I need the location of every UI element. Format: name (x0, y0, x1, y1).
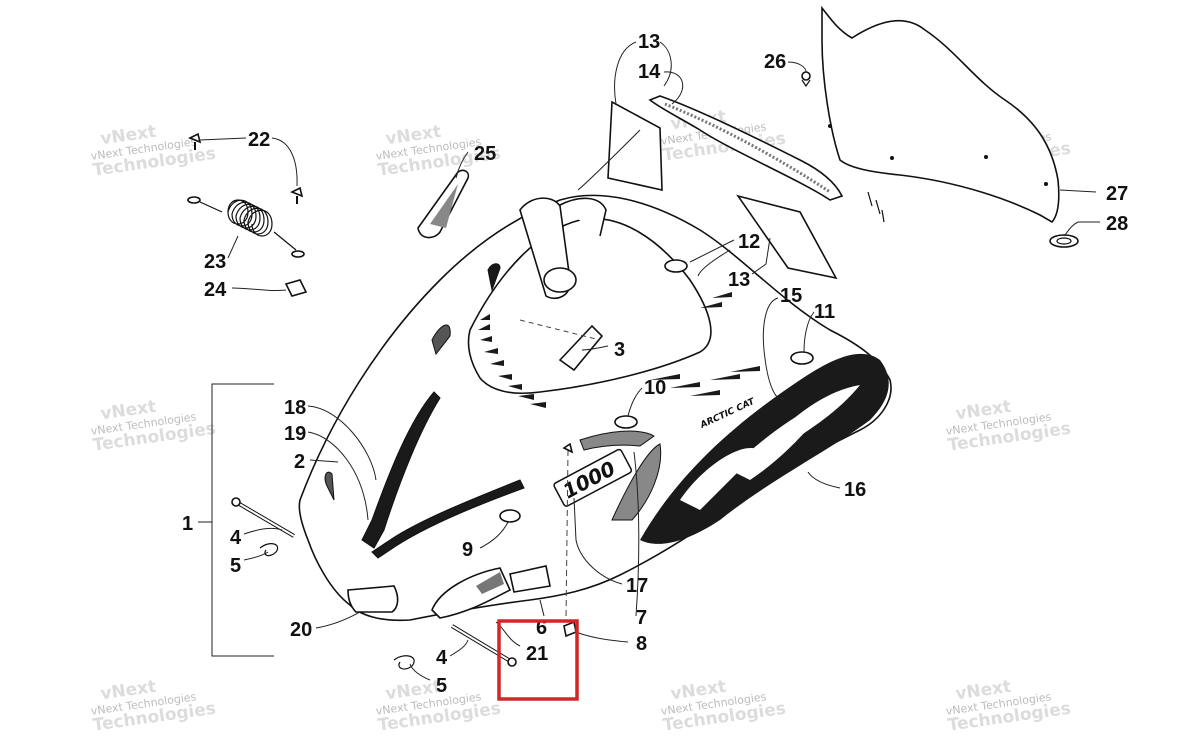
callout-1: 1 (182, 513, 193, 535)
windshield-part (821, 5, 1060, 224)
callout-5: 5 (230, 555, 241, 577)
callout-6: 6 (536, 617, 547, 639)
callout-4-lower: 4 (436, 647, 448, 669)
callout-22: 22 (248, 129, 270, 151)
callout-15: 15 (780, 285, 802, 307)
watermarks: vNext vNext Technologies Technologies vN… (90, 107, 1072, 736)
watermark-mid-right: vNext vNext Technologies Technologies (945, 397, 1072, 456)
left-louvers (478, 263, 546, 408)
callout-10: 10 (644, 377, 666, 399)
side-graphic-decal (640, 342, 889, 544)
callout-21: 21 (526, 643, 548, 665)
callout-28: 28 (1106, 213, 1128, 235)
hinge-pin-right-part (393, 624, 517, 670)
callout-11: 11 (814, 301, 835, 323)
callout-3: 3 (614, 339, 625, 361)
visor-strip-part (648, 95, 844, 201)
hinge-pin-left-part (231, 497, 296, 557)
right-louvers (650, 292, 760, 396)
watermark-bottom-right: vNext vNext Technologies Technologies (945, 677, 1072, 736)
watermark-top-center: vNext vNext Technologies Technologies (375, 122, 502, 181)
callout-23: 23 (204, 251, 226, 273)
callout-24: 24 (204, 279, 227, 301)
callout-13-right: 13 (728, 269, 750, 291)
callout-19: 19 (284, 423, 306, 445)
watermark-bottom-mid: vNext vNext Technologies Technologies (660, 677, 787, 736)
vent-decal-part (417, 169, 470, 239)
side-panel-left-part (607, 100, 663, 192)
callout-9: 9 (462, 539, 473, 561)
callout-8: 8 (636, 633, 647, 655)
callout-13-top: 13 (638, 31, 660, 53)
watermark-bottom-left: vNext vNext Technologies Technologies (90, 677, 217, 736)
rivet-part (801, 71, 811, 88)
callout-5-lower: 5 (436, 675, 447, 697)
hood-assembly: 1000 ARCTIC CAT (298, 194, 892, 638)
watermark-mid-left: vNext vNext Technologies Technologies (90, 397, 217, 456)
lanyard-assembly-part (187, 132, 308, 297)
leader-lines (198, 41, 1100, 681)
callout-18: 18 (284, 397, 306, 419)
callout-16: 16 (844, 479, 866, 501)
callout-25: 25 (474, 143, 496, 165)
callout-17: 17 (626, 575, 648, 597)
watermark-top-left: vNext vNext Technologies Technologies (90, 122, 217, 181)
callout-27: 27 (1106, 183, 1128, 205)
side-panel-right-part (736, 194, 838, 280)
callouts: 1 2 3 4 4 5 5 6 7 8 9 10 11 12 13 13 14 … (182, 31, 1128, 697)
callout-26: 26 (764, 51, 786, 73)
highlight-box (497, 619, 579, 701)
callout-7: 7 (636, 607, 647, 629)
callout-12: 12 (738, 231, 760, 253)
callout-4: 4 (230, 527, 242, 549)
callout-14: 14 (638, 61, 661, 83)
callout-2: 2 (294, 451, 305, 473)
washer-part (1049, 234, 1079, 248)
callout-20: 20 (290, 619, 312, 641)
